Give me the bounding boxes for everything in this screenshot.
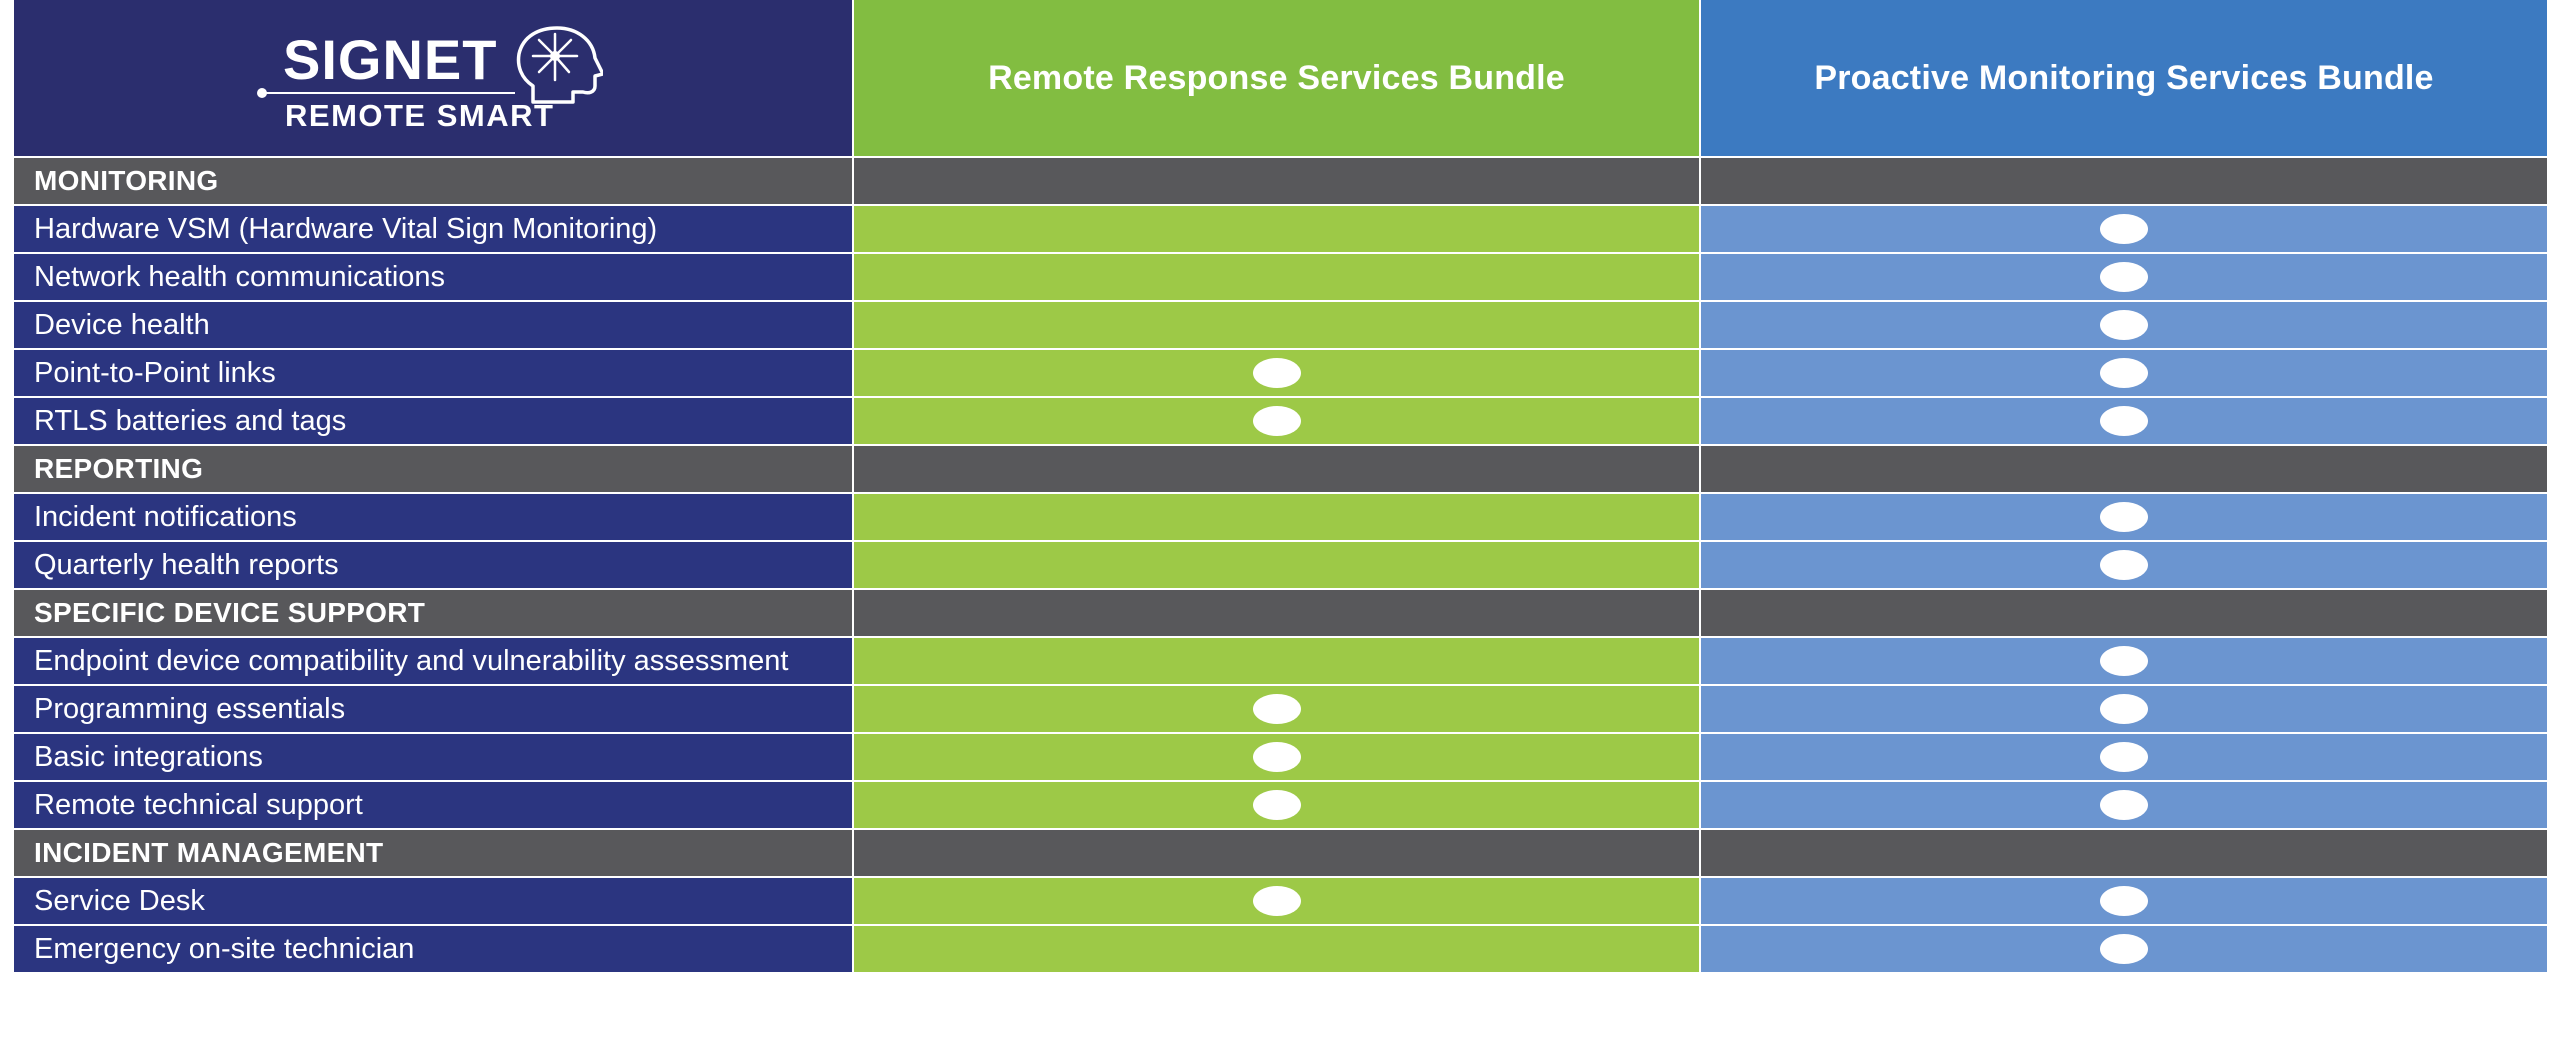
feature-label: Basic integrations: [34, 740, 263, 773]
remote-response-cell: [854, 542, 1701, 590]
logo-remote-smart-text: REMOTE SMART: [285, 98, 555, 133]
included-dot-icon: [2100, 886, 2148, 916]
section-header: MONITORING: [14, 158, 854, 206]
feature-row-label-cell: Hardware VSM (Hardware Vital Sign Monito…: [14, 206, 854, 254]
included-dot-icon: [2100, 310, 2148, 340]
included-dot-icon: [1252, 742, 1301, 772]
column-title-proactive-monitoring: Proactive Monitoring Services Bundle: [1814, 58, 2434, 97]
logo-signet-text: SIGNET: [283, 28, 498, 91]
column-header-remote-response: Remote Response Services Bundle: [854, 0, 1701, 158]
remote-response-cell: [854, 398, 1701, 446]
remote-response-cell: [854, 350, 1701, 398]
section-title: SPECIFIC DEVICE SUPPORT: [34, 597, 426, 628]
logo-header-cell: SIGNET REMOTE SMART: [14, 0, 854, 158]
section-header-proactive-monitoring: [1701, 590, 2547, 638]
feature-label: Remote technical support: [34, 788, 363, 821]
feature-label: RTLS batteries and tags: [34, 404, 347, 437]
feature-row-label-cell: Emergency on-site technician: [14, 926, 854, 974]
proactive-monitoring-cell: [1701, 398, 2547, 446]
included-dot-icon: [2100, 502, 2148, 532]
proactive-monitoring-cell: [1701, 638, 2547, 686]
proactive-monitoring-cell: [1701, 878, 2547, 926]
section-header-proactive-monitoring: [1701, 446, 2547, 494]
proactive-monitoring-cell: [1701, 206, 2547, 254]
feature-row-label-cell: Point-to-Point links: [14, 350, 854, 398]
remote-response-cell: [854, 206, 1701, 254]
included-dot-icon: [2100, 742, 2148, 772]
included-dot-icon: [1252, 694, 1301, 724]
included-dot-icon: [2100, 934, 2148, 964]
column-title-remote-response: Remote Response Services Bundle: [988, 58, 1565, 97]
proactive-monitoring-cell: [1701, 542, 2547, 590]
section-header-remote-response: [854, 158, 1701, 206]
section-header: SPECIFIC DEVICE SUPPORT: [14, 590, 854, 638]
included-dot-icon: [2100, 214, 2148, 244]
feature-row-label-cell: Basic integrations: [14, 734, 854, 782]
remote-response-cell: [854, 686, 1701, 734]
logo-underline: [263, 92, 515, 94]
proactive-monitoring-cell: [1701, 254, 2547, 302]
remote-response-cell: [854, 494, 1701, 542]
comparison-table: SIGNET REMOTE SMART Remote: [14, 0, 2547, 974]
included-dot-icon: [2100, 406, 2148, 436]
feature-label: Incident notifications: [34, 500, 297, 533]
section-title: REPORTING: [34, 453, 204, 484]
remote-response-cell: [854, 638, 1701, 686]
feature-label: Service Desk: [34, 884, 205, 917]
section-header-proactive-monitoring: [1701, 158, 2547, 206]
included-dot-icon: [2100, 550, 2148, 580]
proactive-monitoring-cell: [1701, 926, 2547, 974]
feature-row-label-cell: Quarterly health reports: [14, 542, 854, 590]
signet-logo: SIGNET REMOTE SMART: [257, 18, 603, 138]
included-dot-icon: [1252, 358, 1301, 388]
proactive-monitoring-cell: [1701, 350, 2547, 398]
included-dot-icon: [1252, 790, 1301, 820]
feature-label: Device health: [34, 308, 210, 341]
logo-line-dot-icon: [257, 88, 267, 98]
feature-row-label-cell: Programming essentials: [14, 686, 854, 734]
section-title: INCIDENT MANAGEMENT: [34, 837, 384, 868]
section-header-remote-response: [854, 446, 1701, 494]
column-header-proactive-monitoring: Proactive Monitoring Services Bundle: [1701, 0, 2547, 158]
feature-row-label-cell: Endpoint device compatibility and vulner…: [14, 638, 854, 686]
remote-response-cell: [854, 734, 1701, 782]
section-title: MONITORING: [34, 165, 219, 196]
section-header: INCIDENT MANAGEMENT: [14, 830, 854, 878]
remote-response-cell: [854, 302, 1701, 350]
included-dot-icon: [2100, 358, 2148, 388]
proactive-monitoring-cell: [1701, 302, 2547, 350]
included-dot-icon: [2100, 790, 2148, 820]
section-header-remote-response: [854, 830, 1701, 878]
head-starburst-icon: [516, 26, 603, 104]
feature-row-label-cell: RTLS batteries and tags: [14, 398, 854, 446]
proactive-monitoring-cell: [1701, 734, 2547, 782]
included-dot-icon: [2100, 646, 2148, 676]
feature-label: Point-to-Point links: [34, 356, 276, 389]
section-header: REPORTING: [14, 446, 854, 494]
remote-response-cell: [854, 878, 1701, 926]
feature-label: Programming essentials: [34, 692, 346, 725]
feature-row-label-cell: Device health: [14, 302, 854, 350]
included-dot-icon: [2100, 694, 2148, 724]
included-dot-icon: [1252, 886, 1301, 916]
proactive-monitoring-cell: [1701, 494, 2547, 542]
remote-response-cell: [854, 782, 1701, 830]
section-header-proactive-monitoring: [1701, 830, 2547, 878]
included-dot-icon: [1252, 406, 1301, 436]
remote-response-cell: [854, 254, 1701, 302]
feature-row-label-cell: Incident notifications: [14, 494, 854, 542]
feature-label: Quarterly health reports: [34, 548, 339, 581]
feature-label: Hardware VSM (Hardware Vital Sign Monito…: [34, 212, 658, 245]
feature-label: Emergency on-site technician: [34, 932, 415, 965]
section-header-remote-response: [854, 590, 1701, 638]
feature-label: Network health communications: [34, 260, 446, 293]
feature-row-label-cell: Remote technical support: [14, 782, 854, 830]
feature-label: Endpoint device compatibility and vulner…: [34, 644, 789, 677]
proactive-monitoring-cell: [1701, 686, 2547, 734]
remote-response-cell: [854, 926, 1701, 974]
proactive-monitoring-cell: [1701, 782, 2547, 830]
feature-row-label-cell: Service Desk: [14, 878, 854, 926]
feature-row-label-cell: Network health communications: [14, 254, 854, 302]
included-dot-icon: [2100, 262, 2148, 292]
